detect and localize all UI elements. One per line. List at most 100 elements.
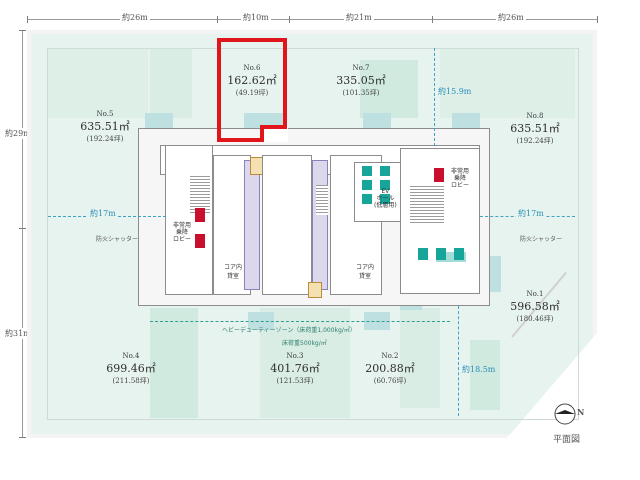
left-dimension-line <box>22 30 23 438</box>
elevator-car <box>362 180 372 190</box>
zone-3-area: 401.76㎡ <box>270 362 320 375</box>
dim-top-1: 約26m <box>120 12 150 23</box>
zone-7[interactable]: No.7 335.05㎡ (101.35坪) <box>326 64 396 98</box>
elevator-bank-left <box>244 160 260 290</box>
core-label-left: コア内貸室 <box>224 264 243 280</box>
distance-left-17: 約17m <box>88 208 118 219</box>
zone-3[interactable]: No.3 401.76㎡ (121.53坪) <box>260 352 330 386</box>
stair-left <box>190 175 210 215</box>
zone-2[interactable]: No.2 200.88㎡ (60.76坪) <box>355 352 425 386</box>
distance-line-18 <box>458 306 459 416</box>
top-tick <box>217 16 218 23</box>
emergency-room-left-2 <box>195 234 205 248</box>
zone-8-area: 635.51㎡ <box>510 122 560 135</box>
zone-2-area: 200.88㎡ <box>365 362 415 375</box>
distance-right-15: 約15.9m <box>438 87 472 96</box>
zone-8-number: No.8 <box>526 112 544 120</box>
elevator-car <box>454 248 464 260</box>
compass-icon <box>553 402 577 426</box>
zone-4-tsubo: (211.58坪) <box>112 377 150 385</box>
plan-label: 平面図 <box>553 435 581 445</box>
window-zone <box>360 60 418 118</box>
stair-right <box>410 185 444 225</box>
left-tick <box>19 437 26 438</box>
zone-7-number: No.7 <box>352 64 370 72</box>
dim-left-1: 約29m <box>5 128 31 139</box>
elevator-car <box>380 166 390 176</box>
top-tick <box>27 16 28 23</box>
elevator-car <box>362 166 372 176</box>
elevator-car <box>436 248 446 260</box>
elevator-car <box>418 248 428 260</box>
zone-8-tsubo: (192.24坪) <box>516 137 554 145</box>
zone-1[interactable]: No.1 596.58㎡ (180.46坪) <box>500 290 570 324</box>
window-marker <box>487 256 501 292</box>
utility-room-bottom-center <box>308 282 322 298</box>
emergency-room-left-1 <box>195 208 205 222</box>
stair-center <box>316 185 328 215</box>
window-zone <box>400 308 440 408</box>
emergency-room-right <box>434 168 444 182</box>
elevator-car <box>362 194 372 204</box>
zone-3-number: No.3 <box>286 352 304 360</box>
highlight-notch-edge <box>260 125 264 142</box>
zone-7-tsubo: (101.35坪) <box>342 89 380 97</box>
window-zone <box>260 308 350 418</box>
zone-6-tsubo: (49.19坪) <box>235 89 269 97</box>
window-zone <box>440 48 575 118</box>
distance-right-17: 約17m <box>516 208 546 219</box>
heavy-duty-line <box>150 321 450 322</box>
zone-3-tsubo: (121.53坪) <box>276 377 314 385</box>
interior-outline <box>47 48 579 420</box>
selected-zone-highlight[interactable] <box>217 38 287 142</box>
core-label-right: コア内貸室 <box>356 264 375 280</box>
zone-5-number: No.5 <box>96 110 114 118</box>
window-zone <box>150 308 198 418</box>
zone-2-tsubo: (60.76坪) <box>373 377 407 385</box>
window-zone <box>470 340 500 410</box>
top-dimension-line <box>27 19 597 20</box>
highlight-notch <box>260 125 288 142</box>
elevator-car <box>380 180 390 190</box>
left-tick <box>19 30 26 31</box>
core-room-left <box>165 145 213 295</box>
compass-north-label: N <box>577 407 585 417</box>
top-tick <box>289 16 290 23</box>
zone-5[interactable]: No.5 635.51㎡ (192.24坪) <box>70 110 140 144</box>
core-shaft-center <box>262 155 312 295</box>
top-tick <box>597 16 598 23</box>
zone-4-area: 699.46㎡ <box>106 362 156 375</box>
dim-top-4: 約26m <box>496 12 526 23</box>
zone-6-number: No.6 <box>243 64 261 72</box>
fire-shutter-right: 防火シャッター <box>520 236 563 243</box>
zone-4-number: No.4 <box>122 352 140 360</box>
zone-6[interactable]: No.6 162.62㎡ (49.19坪) <box>222 64 282 98</box>
dim-left-2: 約31m <box>5 328 31 339</box>
elevator-car <box>436 252 466 262</box>
window-zone <box>150 48 192 118</box>
floor-corner-cut <box>507 333 597 438</box>
dim-top-2: 約10m <box>241 12 271 23</box>
zone-4[interactable]: No.4 699.46㎡ (211.58坪) <box>96 352 166 386</box>
top-tick <box>432 16 433 23</box>
left-tick <box>19 228 26 229</box>
zone-1-tsubo: (180.46坪) <box>516 315 554 323</box>
floor-load-note: 床荷重500kg/㎡ <box>282 340 327 347</box>
distance-line-15 <box>434 48 435 146</box>
highlight-notch-top <box>260 125 287 129</box>
elevator-bank-center <box>312 160 328 290</box>
elevator-car <box>380 194 390 204</box>
distance-right-18: 約18.5m <box>462 365 496 374</box>
window-zone <box>48 48 148 118</box>
zone-7-area: 335.05㎡ <box>336 74 386 87</box>
heavy-duty-zone-note: ヘビーデューティーゾーン（床荷重1,000kg/㎡） <box>222 327 356 334</box>
zone-1-number: No.1 <box>526 290 544 298</box>
zone-8[interactable]: No.8 635.51㎡ (192.24坪) <box>500 112 570 146</box>
zone-5-area: 635.51㎡ <box>80 120 130 133</box>
fire-shutter-left: 防火シャッター <box>96 236 139 243</box>
zone-1-area: 596.58㎡ <box>510 300 560 313</box>
zone-2-number: No.2 <box>381 352 399 360</box>
dim-top-3: 約21m <box>344 12 374 23</box>
lobby-label-right: 非常用乗降ロビー <box>451 168 470 189</box>
